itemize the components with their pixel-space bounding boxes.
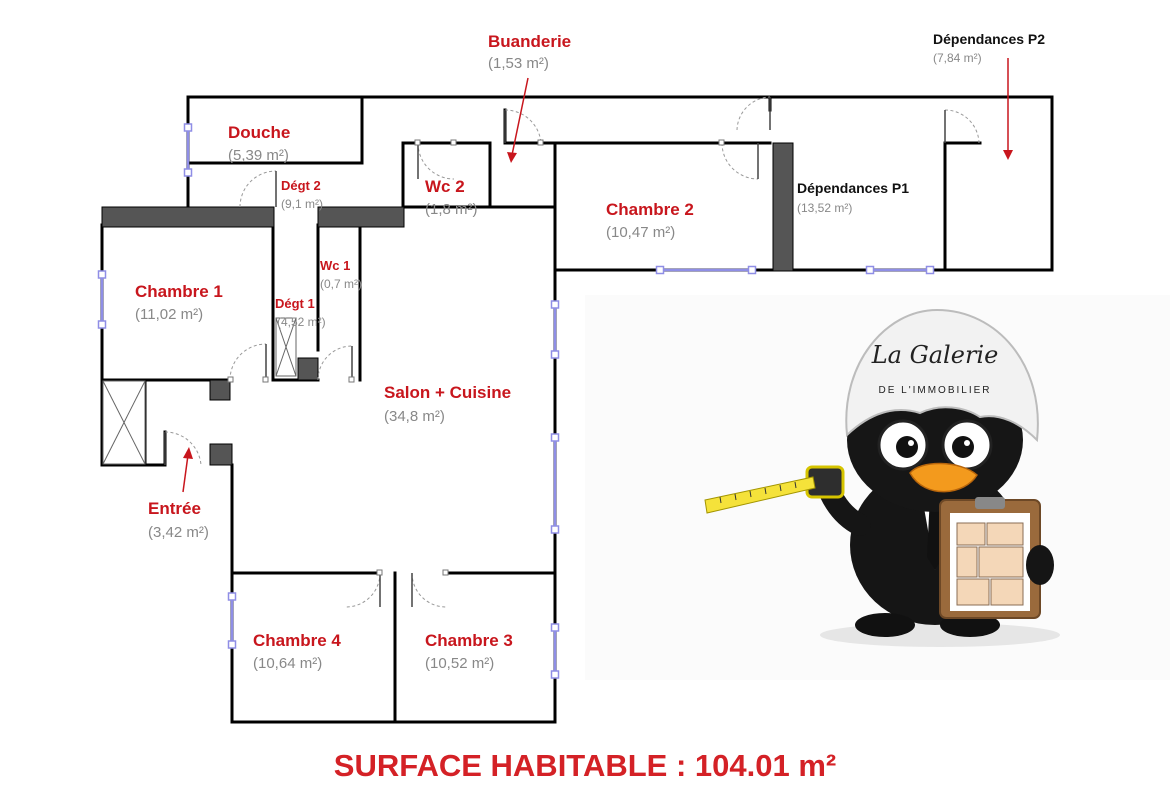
room-name-wc1: Wc 1 xyxy=(320,258,350,273)
room-name-degt1: Dégt 1 xyxy=(275,296,315,311)
room-area-wc1: (0,7 m²) xyxy=(320,277,362,291)
logo-subtitle: DE L'IMMOBILIER xyxy=(878,385,991,396)
room-name-salon: Salon + Cuisine xyxy=(384,383,511,402)
room-area-chambre4: (10,64 m²) xyxy=(253,655,322,672)
room-area-salon: (34,8 m²) xyxy=(384,408,445,425)
room-area-chambre1: (11,02 m²) xyxy=(135,306,203,323)
thick-wall-north-mid xyxy=(317,206,405,228)
room-name-entree: Entrée xyxy=(148,499,201,518)
duck-mascot-icon: La Galerie DE L'IMMOBILIER xyxy=(585,295,1170,680)
thick-wall-north-west xyxy=(101,206,275,228)
room-area-dependances-p2: (7,84 m²) xyxy=(933,51,982,65)
doors xyxy=(164,96,980,608)
label-arrows xyxy=(182,58,1013,493)
room-area-wc2: (1,8 m²) xyxy=(425,201,478,218)
room-labels: Buanderie (1,53 m²) Dépendances P2 (7,84… xyxy=(135,31,1045,672)
room-area-degt1: (4,52 m²) xyxy=(277,315,326,329)
room-name-chambre4: Chambre 4 xyxy=(253,631,341,650)
wall-douche xyxy=(186,95,364,165)
room-name-chambre3: Chambre 3 xyxy=(425,631,513,650)
room-name-buanderie: Buanderie xyxy=(488,32,571,51)
room-name-douche: Douche xyxy=(228,123,290,142)
room-name-degt2: Dégt 2 xyxy=(281,178,321,193)
shafts xyxy=(102,317,297,465)
room-area-degt2: (9,1 m²) xyxy=(281,197,323,211)
structural-walls xyxy=(101,142,794,466)
room-name-chambre2: Chambre 2 xyxy=(606,200,694,219)
wall-east-annex xyxy=(943,95,1054,272)
room-area-dependances-p1: (13,52 m²) xyxy=(797,201,852,215)
logo-title: La Galerie xyxy=(871,341,999,369)
room-name-dependances-p2: Dépendances P2 xyxy=(933,31,1045,47)
living-area-summary: SURFACE HABITABLE : 104.01 m² xyxy=(333,748,837,783)
room-area-chambre3: (10,52 m²) xyxy=(425,655,494,672)
room-name-chambre1: Chambre 1 xyxy=(135,282,223,301)
room-area-douche: (5,39 m²) xyxy=(228,147,289,164)
windows xyxy=(97,123,935,679)
room-area-buanderie: (1,53 m²) xyxy=(488,55,549,72)
room-name-dependances-p1: Dépendances P1 xyxy=(797,180,909,196)
mascot-illustration: La Galerie DE L'IMMOBILIER xyxy=(585,295,1170,680)
thick-wall-dep xyxy=(772,142,794,272)
thick-pillar-1 xyxy=(209,379,231,401)
thick-pillar-2 xyxy=(297,357,319,381)
room-area-entree: (3,42 m²) xyxy=(148,524,209,541)
thick-pillar-3 xyxy=(209,443,233,466)
room-area-chambre2: (10,47 m²) xyxy=(606,224,675,241)
room-name-wc2: Wc 2 xyxy=(425,177,465,196)
